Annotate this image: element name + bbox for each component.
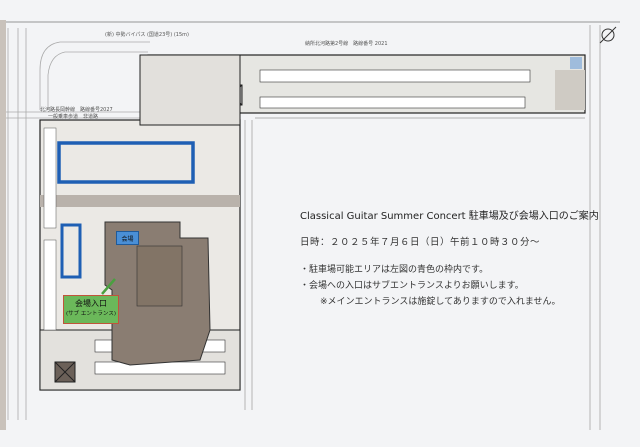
sidewalk-label: 一般乗車歩道 非道路	[48, 114, 99, 120]
road-label-left: 北河路長岡幹線 路線番号2027	[40, 107, 113, 113]
entrance-arrow-icon	[101, 278, 116, 295]
road-label-top: (新) 中勢バイパス (国道23号) (15m)	[105, 32, 189, 38]
note-main-entrance-locked: ※メインエントランスは施錠してありますので入れません。	[320, 297, 561, 307]
page-title: Classical Guitar Summer Concert 駐車場及び会場入…	[300, 211, 599, 222]
building	[104, 221, 211, 366]
storage-crossed-box	[54, 361, 76, 383]
venue-label: 会場	[116, 231, 139, 245]
event-date: 日時：２０２５年７月６日（日）午前１０時３０分～	[300, 237, 541, 248]
note-entrance: ・会場への入口はサブエントランスよりお願いします。	[300, 281, 524, 291]
left-road	[0, 28, 150, 420]
road-label-upper-right: 納所北河路第2号線 路線番号 2021	[305, 41, 388, 47]
sub-entrance-label: 会場入口 (サブ エントランス)	[63, 295, 119, 324]
entrance-label: 会場入口	[75, 299, 107, 308]
parking-area-left	[60, 223, 82, 279]
parking-area-upper	[57, 141, 195, 184]
entrance-sub-label: (サブ エントランス)	[66, 311, 116, 317]
note-parking: ・駐車場可能エリアは左図の青色の枠内です。	[300, 265, 489, 275]
north-arrow-icon	[599, 26, 617, 44]
